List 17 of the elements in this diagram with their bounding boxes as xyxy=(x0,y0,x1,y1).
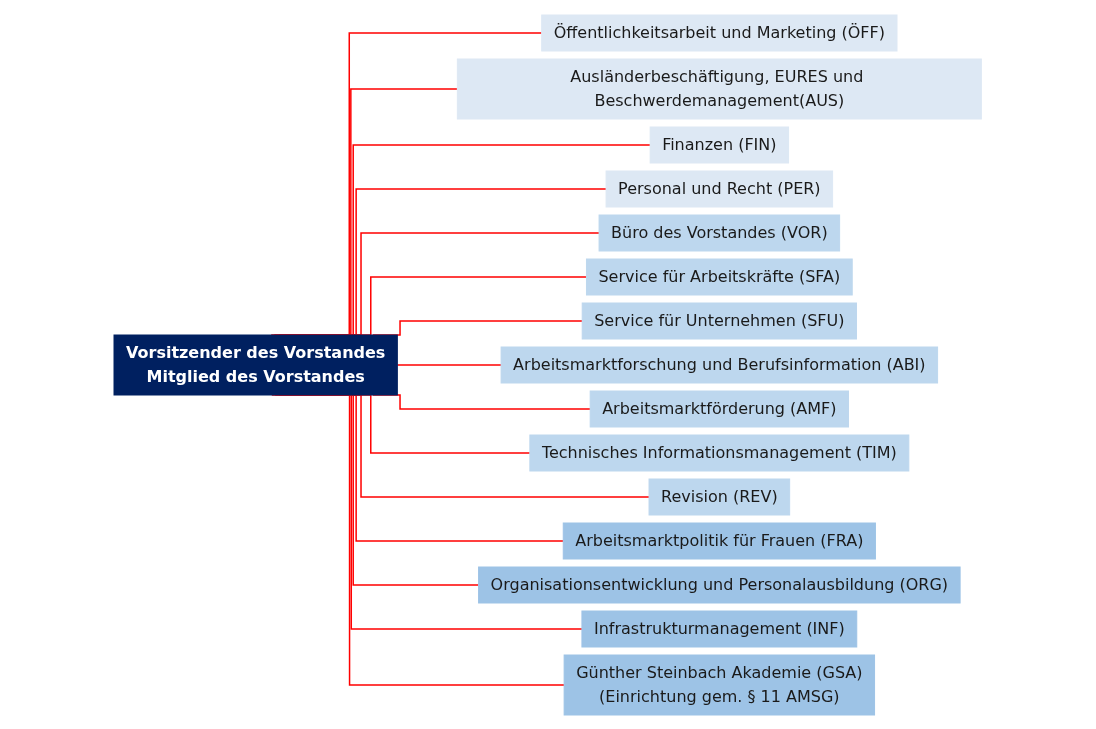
node-box: Arbeitsmarktförderung (AMF) xyxy=(590,390,850,427)
node-box: Ausländerbeschäftigung, EURES und Beschwerdemanagement(AUS) xyxy=(457,58,983,119)
node-box: Finanzen (FIN) xyxy=(649,126,790,163)
node-box: Günther Steinbach Akademie (GSA) (Einrichtung gem. § 11 AMSG) xyxy=(563,654,876,715)
connector xyxy=(396,363,503,366)
node-box: Infrastrukturmanagement (INF) xyxy=(581,610,858,647)
node-box: Technisches Informationsmanagement (TIM) xyxy=(529,434,910,471)
node-box: Organisationsentwicklung und Personalausbildung (ORG) xyxy=(478,566,961,603)
node-box: Revision (REV) xyxy=(648,478,791,515)
node-box: Personal und Recht (PER) xyxy=(605,170,834,207)
node-box: Service für Unternehmen (SFU) xyxy=(582,302,858,339)
node-box: Vorsitzender des Vorstandes Mitglied des Vorstandes xyxy=(113,334,399,395)
node-box: Öffentlichkeitsarbeit und Marketing (ÖFF) xyxy=(541,14,898,51)
node-box: Arbeitsmarktpolitik für Frauen (FRA) xyxy=(563,522,877,559)
node-box: Service für Arbeitskräfte (SFA) xyxy=(586,258,854,295)
node-box: Büro des Vorstandes (VOR) xyxy=(598,214,841,251)
node-box: Arbeitsmarktforschung und Berufsinformation (ABI) xyxy=(500,346,939,383)
